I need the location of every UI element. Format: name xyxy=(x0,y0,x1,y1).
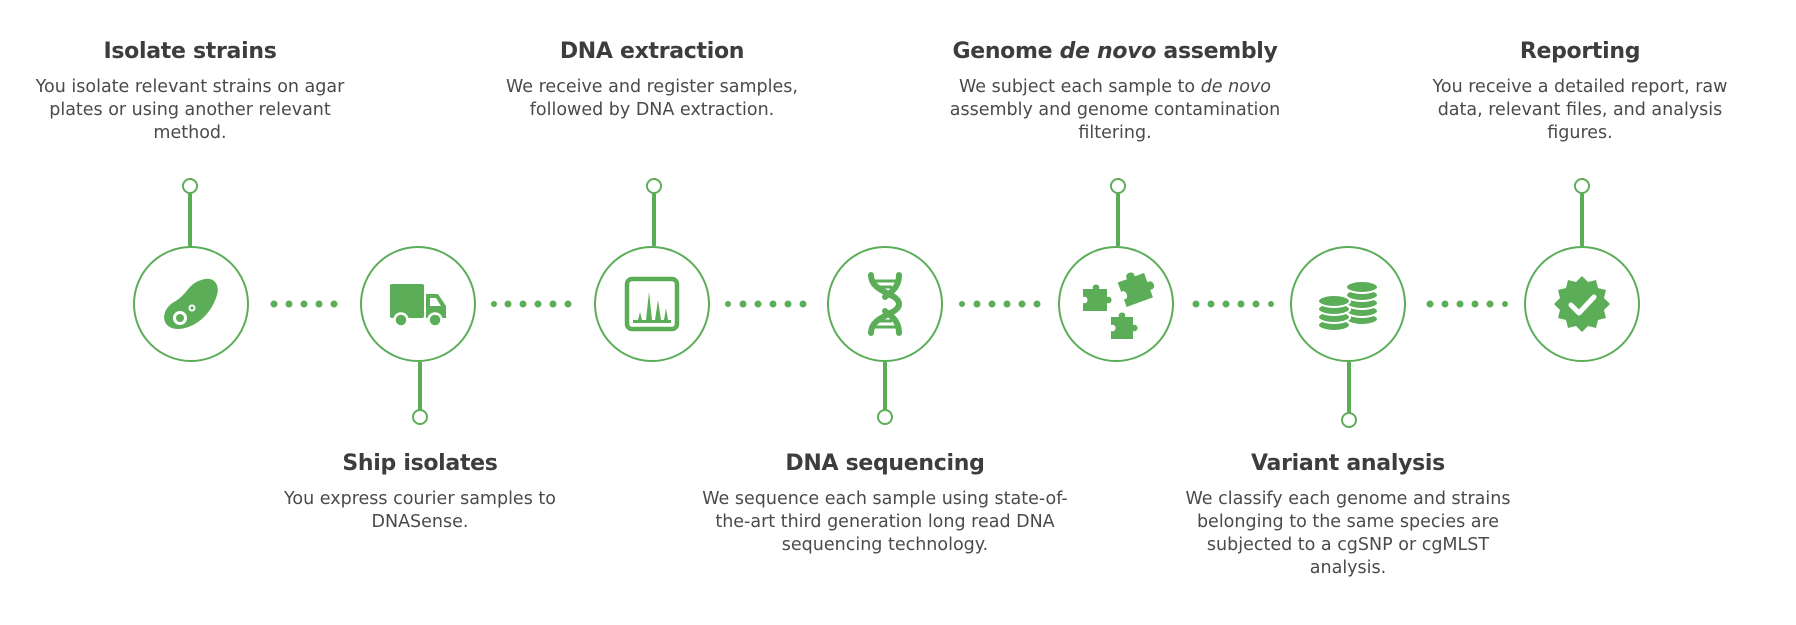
dotted-link-1-2 xyxy=(270,300,338,308)
stem-end-dot-2 xyxy=(412,409,428,425)
step-6-description: We classify each genome and strains belo… xyxy=(1185,489,1511,578)
step-2-circle xyxy=(360,246,476,362)
coin-stacks-icon xyxy=(1317,280,1379,332)
step-3-text: DNA extraction We receive and register s… xyxy=(472,38,832,122)
step-2-title: Ship isolates xyxy=(342,451,498,476)
stem-end-dot-7 xyxy=(1574,178,1590,194)
stem-end-dot-5 xyxy=(1110,178,1126,194)
truck-icon xyxy=(390,284,446,328)
step-4-circle xyxy=(827,246,943,362)
dotted-link-5-6 xyxy=(1192,300,1274,308)
verified-badge-icon xyxy=(1554,276,1610,332)
step-4-text: DNA sequencing We sequence each sample u… xyxy=(702,450,1067,557)
stem-end-dot-3 xyxy=(646,178,662,194)
step-7-circle xyxy=(1524,246,1640,362)
stem-end-dot-6 xyxy=(1341,412,1357,428)
step-1-circle xyxy=(133,246,249,362)
step-3-description: We receive and register samples, followe… xyxy=(506,77,798,120)
step-4-description: We sequence each sample using state-of-t… xyxy=(702,489,1068,555)
puzzle-pieces-icon xyxy=(1083,272,1155,339)
step-1-title: Isolate strains xyxy=(103,39,277,64)
step-4-title: DNA sequencing xyxy=(785,451,985,476)
dotted-link-2-3 xyxy=(491,300,572,308)
step-5-description: We subject each sample to de novo assemb… xyxy=(935,76,1295,145)
step-5-circle xyxy=(1058,246,1174,362)
step-5-desc-italic: de novo xyxy=(1200,77,1271,97)
step-7-description: You receive a detailed report, raw data,… xyxy=(1432,77,1728,143)
step-7-title: Reporting xyxy=(1519,39,1641,64)
step-2-description: You express courier samples to DNASense. xyxy=(284,489,556,532)
step-5-text: Genome de novo assembly We subject each … xyxy=(935,38,1295,145)
dna-helix-icon xyxy=(868,272,903,336)
step-3-title: DNA extraction xyxy=(559,39,745,64)
stem-end-dot-1 xyxy=(182,178,198,194)
step-6-text: Variant analysis We classify each genome… xyxy=(1168,450,1528,580)
dotted-link-6-7 xyxy=(1426,300,1508,308)
dotted-link-3-4 xyxy=(725,300,807,308)
bacteria-icon xyxy=(164,278,218,329)
step-2-text: Ship isolates You express courier sample… xyxy=(240,450,600,534)
chromatogram-icon xyxy=(624,276,680,332)
step-5-desc-part-3: assembly and genome contamination filter… xyxy=(949,100,1281,143)
step-7-text: Reporting You receive a detailed report,… xyxy=(1400,38,1760,145)
step-6-circle xyxy=(1290,246,1406,362)
step-1-text: Isolate strains You isolate relevant str… xyxy=(10,38,370,145)
stem-end-dot-4 xyxy=(877,409,893,425)
step-5-title-italic: de novo xyxy=(1059,39,1157,64)
step-5-desc-part-1: We subject each sample to xyxy=(959,77,1201,97)
step-1-description: You isolate relevant strains on agar pla… xyxy=(35,77,345,143)
step-5-title-part-3: assembly xyxy=(1156,39,1278,64)
step-5-title-part-1: Genome xyxy=(952,39,1060,64)
step-6-title: Variant analysis xyxy=(1251,451,1445,476)
step-5-title: Genome de novo assembly xyxy=(935,38,1295,66)
step-3-circle xyxy=(594,246,710,362)
dotted-link-4-5 xyxy=(959,300,1041,308)
